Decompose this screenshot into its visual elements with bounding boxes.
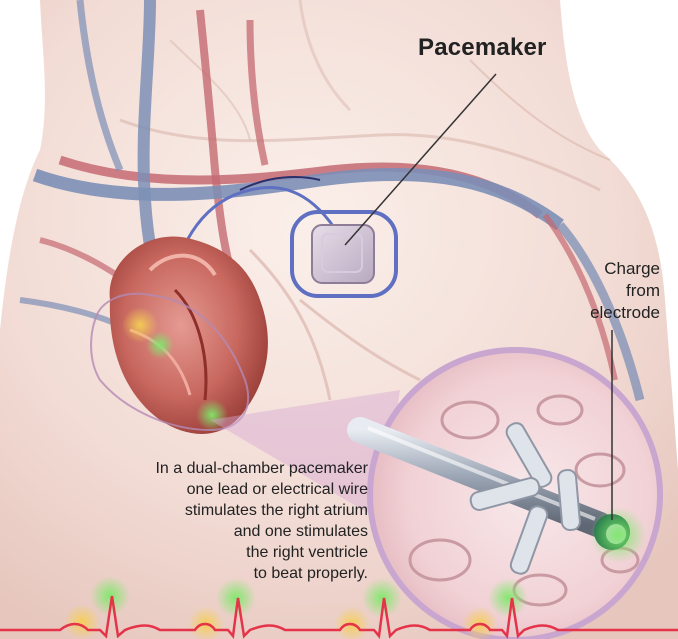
caption-line: the right ventricle	[12, 542, 368, 563]
caption-line: to beat properly.	[12, 563, 368, 584]
caption-line: and one stimulates	[12, 521, 368, 542]
charge-from-electrode-label: Charge from electrode	[540, 258, 660, 324]
charge-label-line: Charge	[540, 258, 660, 280]
caption-line: stimulates the right atrium	[12, 500, 368, 521]
charge-label-line: from	[540, 280, 660, 302]
dual-chamber-caption: In a dual-chamber pacemaker one lead or …	[12, 458, 368, 584]
caption-line: In a dual-chamber pacemaker	[12, 458, 368, 479]
pacemaker-title: Pacemaker	[418, 34, 547, 62]
caption-line: one lead or electrical wire	[12, 479, 368, 500]
charge-label-line: electrode	[540, 302, 660, 324]
